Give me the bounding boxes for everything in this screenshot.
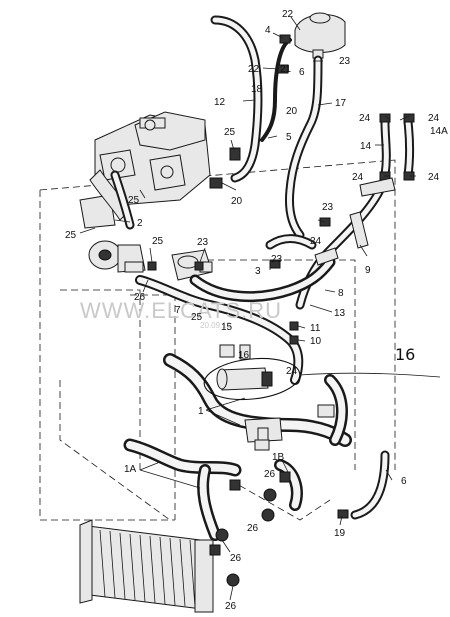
callout-1: 1 bbox=[198, 406, 204, 417]
callout-18: 18 bbox=[251, 84, 263, 95]
callout-22: 22 bbox=[282, 9, 294, 20]
callout-26: 26 bbox=[225, 601, 237, 612]
callout-6: 6 bbox=[299, 67, 305, 78]
callout-2: 2 bbox=[137, 218, 143, 229]
radiator bbox=[79, 519, 221, 613]
callout-19: 19 bbox=[334, 528, 346, 539]
callout-25: 25 bbox=[128, 195, 140, 206]
callout-24: 24 bbox=[310, 236, 322, 247]
water-pump-housing bbox=[88, 240, 146, 273]
engine-block bbox=[79, 111, 211, 229]
radiator-fins bbox=[99, 529, 196, 608]
callout-25: 25 bbox=[224, 127, 236, 138]
callout-25: 25 bbox=[191, 312, 203, 323]
callout-23: 23 bbox=[339, 56, 351, 67]
watermark: WWW.ELCATS.RU 20.09.19 bbox=[80, 298, 282, 330]
callout-26: 26 bbox=[230, 553, 242, 564]
callout-9: 9 bbox=[365, 265, 371, 276]
callout-1B: 1B bbox=[272, 452, 285, 463]
fittings bbox=[147, 34, 415, 587]
callout-3: 3 bbox=[255, 266, 261, 277]
callout-20: 20 bbox=[231, 196, 243, 207]
callout-16: 16 bbox=[238, 350, 250, 361]
callout-12: 12 bbox=[214, 97, 226, 108]
callout-25: 25 bbox=[65, 230, 77, 241]
watermark-text: WWW.ELCATS.RU bbox=[80, 298, 282, 323]
callout-6: 6 bbox=[401, 476, 407, 487]
callout-labels: 22 4 22 23 21 6 18 20 12 17 24 24 14A 5 … bbox=[65, 9, 448, 612]
handwritten-annotation: 16 bbox=[203, 345, 441, 401]
callout-13: 13 bbox=[334, 308, 346, 319]
callout-4: 4 bbox=[265, 25, 271, 36]
coolant-hoses bbox=[110, 15, 414, 541]
expansion-tank bbox=[294, 12, 346, 59]
callout-10: 10 bbox=[310, 336, 322, 347]
callout-23: 23 bbox=[322, 202, 334, 213]
callout-17: 17 bbox=[335, 98, 347, 109]
callout-25: 25 bbox=[152, 236, 164, 247]
callout-5: 5 bbox=[286, 132, 292, 143]
callout-23: 23 bbox=[197, 237, 209, 248]
highlight-ellipse bbox=[203, 357, 301, 401]
callout-26: 26 bbox=[264, 469, 276, 480]
callout-20: 20 bbox=[286, 106, 298, 117]
callout-24: 24 bbox=[286, 366, 298, 377]
callout-8: 8 bbox=[338, 288, 344, 299]
callout-24: 24 bbox=[428, 172, 440, 183]
handwritten-part-number: 16 bbox=[395, 345, 415, 364]
callout-26: 26 bbox=[134, 292, 146, 303]
callout-24: 24 bbox=[352, 172, 364, 183]
callout-24: 24 bbox=[359, 113, 371, 124]
callout-11: 11 bbox=[310, 323, 321, 334]
callout-26: 26 bbox=[247, 523, 259, 534]
callout-7: 7 bbox=[175, 305, 181, 316]
callout-1A: 1A bbox=[124, 464, 137, 475]
leader-lines bbox=[79, 16, 416, 601]
callout-14: 14 bbox=[360, 141, 372, 152]
watermark-code: 20.09.19 bbox=[200, 321, 232, 330]
callout-24: 24 bbox=[428, 113, 440, 124]
callout-22: 22 bbox=[248, 64, 260, 75]
callout-15: 15 bbox=[221, 322, 233, 333]
callout-23: 23 bbox=[271, 254, 283, 265]
callout-14A: 14A bbox=[430, 126, 448, 137]
callout-21: 21 bbox=[280, 64, 292, 75]
